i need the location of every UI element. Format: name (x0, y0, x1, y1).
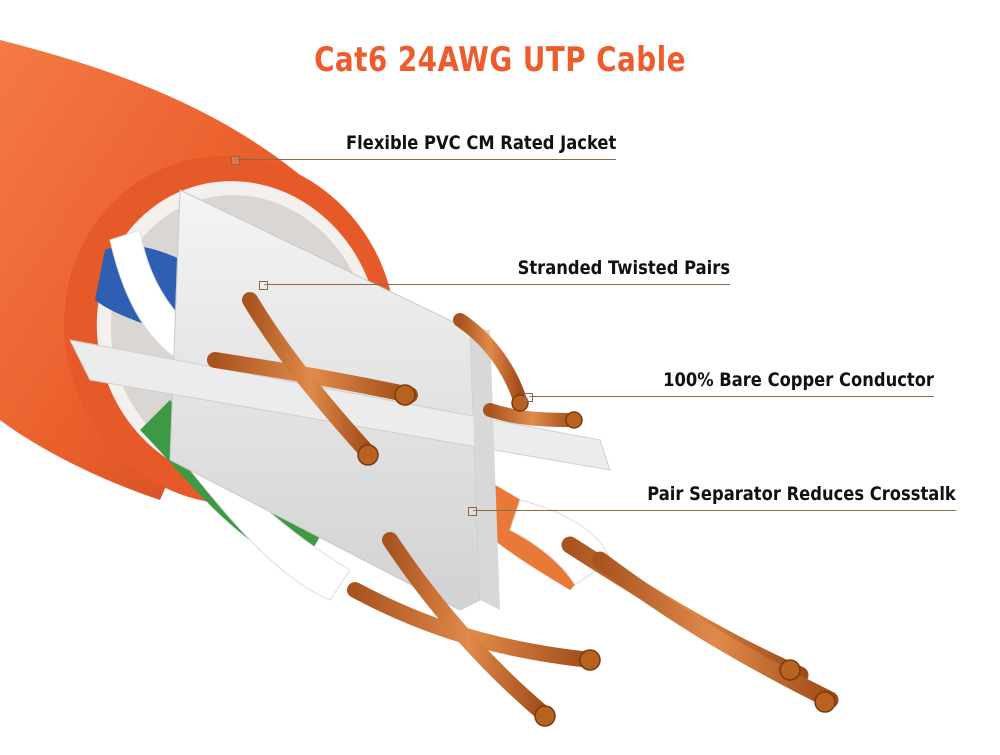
callout-label: Stranded Twisted Pairs (517, 257, 730, 279)
callout-marker-icon (468, 507, 477, 516)
callout-twisted-pairs: Stranded Twisted Pairs (259, 251, 730, 290)
callout-leader-line (473, 510, 956, 511)
callout-marker-icon (259, 281, 268, 290)
callout-marker-icon (231, 156, 240, 165)
diagram-title: Cat6 24AWG UTP Cable (314, 40, 686, 80)
callout-copper-conductor: 100% Bare Copper Conductor (524, 363, 934, 402)
callout-jacket: Flexible PVC CM Rated Jacket (231, 126, 616, 165)
conductor-ends (357, 384, 836, 727)
callout-leader-line (236, 159, 616, 160)
callout-label: Pair Separator Reduces Crosstalk (647, 483, 956, 505)
callout-leader-line (529, 396, 934, 397)
callout-pair-separator: Pair Separator Reduces Crosstalk (468, 477, 956, 516)
callout-label: Flexible PVC CM Rated Jacket (345, 132, 616, 154)
callout-label: 100% Bare Copper Conductor (663, 369, 934, 391)
callout-marker-icon (524, 393, 533, 402)
callout-leader-line (264, 284, 730, 285)
